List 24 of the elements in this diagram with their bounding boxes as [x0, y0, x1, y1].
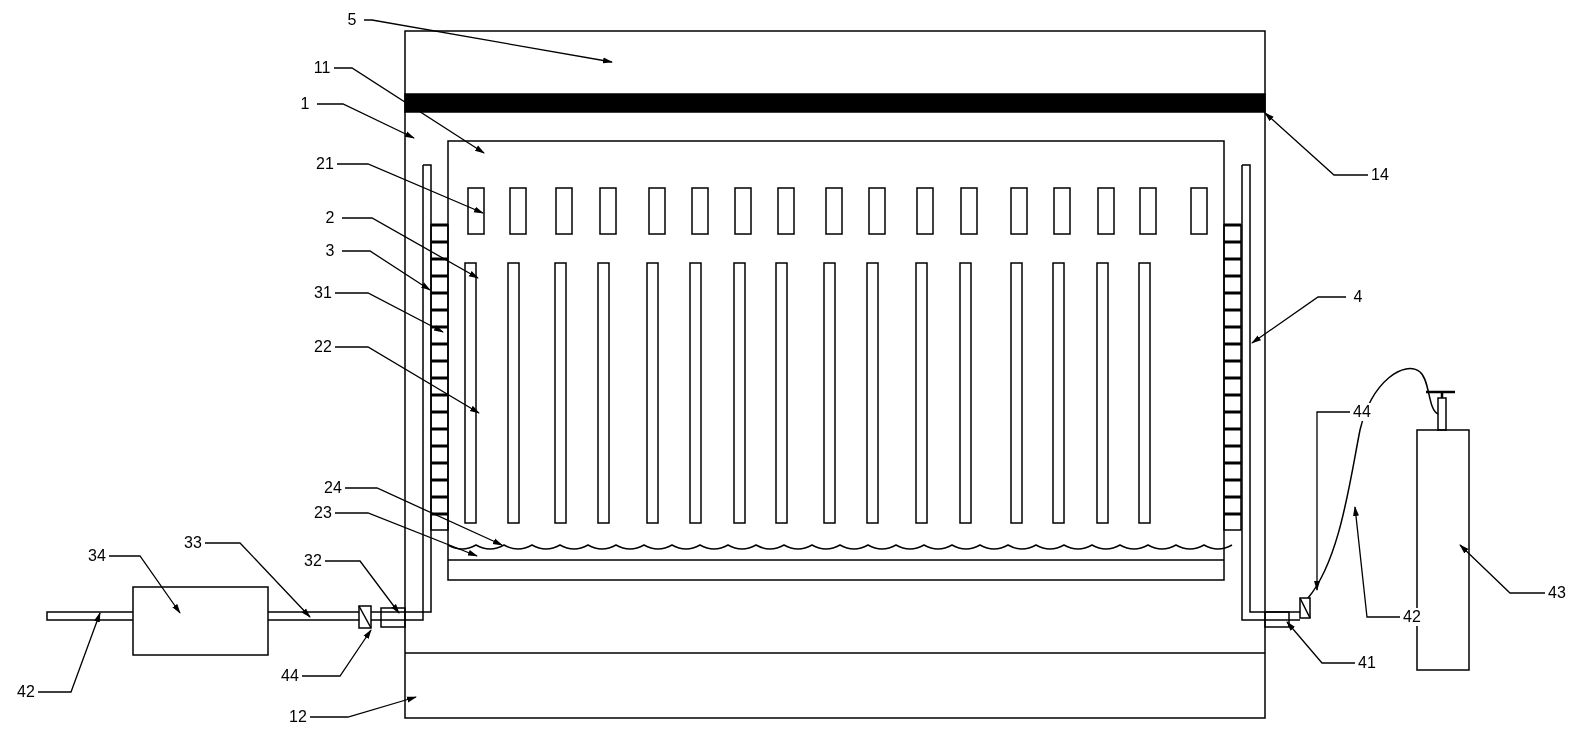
- leader-line: [37, 612, 101, 693]
- callout-number: 42: [1400, 608, 1424, 626]
- callout-number: 44: [1350, 403, 1374, 421]
- leader-line: [341, 217, 479, 279]
- leader-line: [1286, 621, 1356, 664]
- leader-line: [324, 560, 400, 614]
- leader-line: [363, 19, 613, 64]
- leader-line: [341, 250, 431, 291]
- leader-line: [309, 696, 417, 718]
- leader-line: [333, 67, 485, 154]
- leader-line: [316, 103, 415, 139]
- leader-line: [1314, 411, 1351, 591]
- leader-line: [334, 292, 444, 333]
- leader-line: [1251, 296, 1347, 344]
- leader-line: [334, 346, 480, 414]
- leader-line: [334, 512, 478, 557]
- leader-line: [344, 487, 503, 546]
- leader-line: [108, 555, 181, 614]
- leader-line: [1264, 112, 1369, 176]
- leader-line: [1459, 544, 1546, 594]
- leader-line: [1353, 506, 1401, 618]
- leader-line: [336, 163, 484, 214]
- leader-line: [204, 542, 311, 618]
- leader-line: [301, 629, 372, 677]
